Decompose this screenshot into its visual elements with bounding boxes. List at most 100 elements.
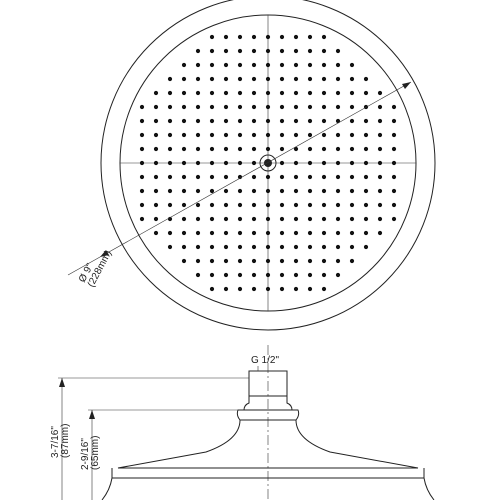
spray-nozzle bbox=[139, 160, 145, 166]
spray-nozzle bbox=[209, 132, 215, 138]
spray-nozzle bbox=[307, 104, 313, 110]
spray-nozzle bbox=[167, 244, 173, 250]
spray-nozzle bbox=[293, 216, 299, 222]
spray-nozzle bbox=[293, 62, 299, 68]
spray-nozzle bbox=[265, 216, 271, 222]
spray-nozzle bbox=[223, 48, 229, 54]
spray-nozzle bbox=[153, 104, 159, 110]
spray-nozzle bbox=[279, 132, 285, 138]
spray-nozzle bbox=[195, 188, 201, 194]
spray-nozzle bbox=[321, 90, 327, 96]
spray-nozzle bbox=[335, 76, 341, 82]
spray-nozzle bbox=[139, 132, 145, 138]
spray-nozzle bbox=[265, 188, 271, 194]
spray-nozzle bbox=[321, 160, 327, 166]
spray-nozzle bbox=[139, 188, 145, 194]
spray-nozzle bbox=[335, 48, 341, 54]
spray-nozzle bbox=[209, 202, 215, 208]
spray-nozzle bbox=[391, 104, 397, 110]
spray-nozzle bbox=[223, 160, 229, 166]
spray-nozzle bbox=[209, 118, 215, 124]
spray-nozzle bbox=[223, 34, 229, 40]
spray-nozzle bbox=[223, 272, 229, 278]
spray-nozzle bbox=[349, 104, 355, 110]
spray-nozzle bbox=[181, 188, 187, 194]
overall-height-metric-label: (87mm) bbox=[60, 424, 71, 458]
spray-nozzle bbox=[237, 146, 243, 152]
spray-nozzle bbox=[307, 34, 313, 40]
spray-nozzle bbox=[251, 174, 257, 180]
spray-nozzle bbox=[279, 118, 285, 124]
spray-nozzle bbox=[335, 62, 341, 68]
spray-nozzle bbox=[321, 62, 327, 68]
spray-nozzle bbox=[139, 202, 145, 208]
spray-nozzle bbox=[237, 104, 243, 110]
spray-nozzle bbox=[153, 202, 159, 208]
spray-nozzle bbox=[181, 132, 187, 138]
spray-nozzle bbox=[321, 202, 327, 208]
spray-nozzle bbox=[279, 160, 285, 166]
spray-nozzle bbox=[377, 132, 383, 138]
face-plate bbox=[101, 468, 435, 500]
spray-nozzle bbox=[279, 188, 285, 194]
spray-nozzle bbox=[209, 90, 215, 96]
spray-nozzle bbox=[293, 174, 299, 180]
spray-nozzle bbox=[251, 34, 257, 40]
spray-nozzle bbox=[335, 146, 341, 152]
spray-nozzle bbox=[237, 90, 243, 96]
spray-nozzle bbox=[153, 160, 159, 166]
spray-nozzle bbox=[363, 76, 369, 82]
spray-nozzle bbox=[293, 118, 299, 124]
spray-nozzle bbox=[195, 244, 201, 250]
spray-nozzle bbox=[279, 104, 285, 110]
spray-nozzle bbox=[349, 230, 355, 236]
spray-nozzle bbox=[349, 258, 355, 264]
spray-nozzle bbox=[153, 188, 159, 194]
spray-nozzle bbox=[265, 230, 271, 236]
spray-nozzle bbox=[321, 272, 327, 278]
spray-nozzle bbox=[279, 174, 285, 180]
spray-nozzle bbox=[265, 104, 271, 110]
center-hub-inner bbox=[264, 159, 272, 167]
spray-nozzle bbox=[181, 244, 187, 250]
spray-nozzle bbox=[335, 104, 341, 110]
spray-nozzle bbox=[335, 132, 341, 138]
spray-nozzle bbox=[167, 230, 173, 236]
spray-nozzle bbox=[363, 146, 369, 152]
diameter-dimension-line bbox=[99, 81, 412, 258]
spray-nozzle bbox=[335, 188, 341, 194]
spray-nozzle bbox=[237, 258, 243, 264]
spray-nozzle bbox=[209, 258, 215, 264]
spray-nozzle bbox=[293, 160, 299, 166]
spray-nozzle bbox=[391, 202, 397, 208]
spray-nozzle bbox=[293, 48, 299, 54]
spray-nozzle bbox=[307, 230, 313, 236]
spray-nozzle bbox=[153, 230, 159, 236]
diameter-arrow-end bbox=[402, 82, 411, 89]
spray-nozzle bbox=[209, 230, 215, 236]
spray-nozzle bbox=[195, 90, 201, 96]
spray-nozzle bbox=[307, 62, 313, 68]
spray-nozzle bbox=[293, 202, 299, 208]
spray-nozzle bbox=[293, 272, 299, 278]
spray-nozzle bbox=[391, 188, 397, 194]
spray-nozzle bbox=[237, 160, 243, 166]
spray-nozzle bbox=[349, 202, 355, 208]
spray-nozzle bbox=[237, 34, 243, 40]
spray-nozzle bbox=[209, 76, 215, 82]
spray-nozzle bbox=[335, 202, 341, 208]
spray-nozzle bbox=[181, 230, 187, 236]
spray-nozzle bbox=[209, 244, 215, 250]
spray-nozzle bbox=[321, 230, 327, 236]
spray-nozzle bbox=[349, 160, 355, 166]
spray-nozzle bbox=[279, 76, 285, 82]
spray-nozzle bbox=[307, 272, 313, 278]
spray-nozzle bbox=[195, 104, 201, 110]
spray-nozzle bbox=[209, 146, 215, 152]
spray-nozzle bbox=[377, 104, 383, 110]
spray-nozzle bbox=[195, 216, 201, 222]
spray-nozzle bbox=[363, 132, 369, 138]
spray-nozzle bbox=[195, 146, 201, 152]
spray-nozzle bbox=[363, 118, 369, 124]
spray-nozzle bbox=[349, 216, 355, 222]
